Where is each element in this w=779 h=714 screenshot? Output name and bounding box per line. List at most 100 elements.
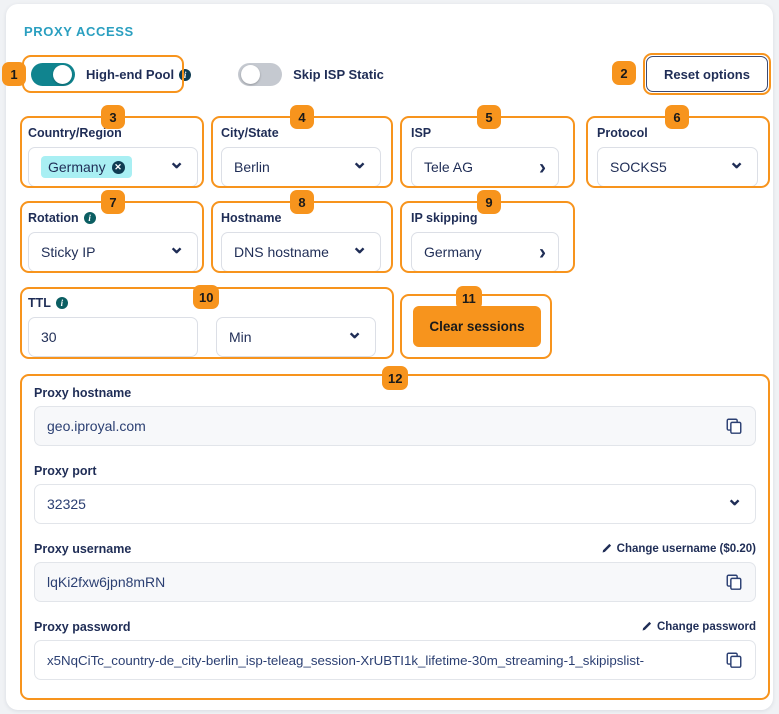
toggle-skip-isp-static[interactable]: Skip ISP Static xyxy=(238,62,384,86)
proxy-username-field[interactable]: lqKi2fxw6jpn8mRN xyxy=(34,562,756,602)
badge-9: 9 xyxy=(477,190,501,214)
field-hostname: Hostname DNS hostname xyxy=(221,211,381,272)
ip-skipping-value: Germany xyxy=(424,244,482,260)
page-title: PROXY ACCESS xyxy=(24,24,134,39)
switch-knob xyxy=(53,64,72,84)
isp-select[interactable]: Tele AG xyxy=(411,147,559,187)
ttl-value: 30 xyxy=(41,329,57,345)
switch-knob xyxy=(241,64,261,84)
field-protocol: Protocol SOCKS5 xyxy=(597,126,758,187)
badge-7: 7 xyxy=(101,190,125,214)
badge-6: 6 xyxy=(665,105,689,129)
proxy-port-label: Proxy port xyxy=(34,464,97,478)
pencil-icon xyxy=(602,543,611,553)
info-icon[interactable]: i xyxy=(83,212,96,224)
badge-11: 11 xyxy=(456,286,482,310)
chevron-down-icon[interactable] xyxy=(168,242,185,262)
hostname-value: DNS hostname xyxy=(234,244,329,260)
credentials-inner: Proxy hostname geo.iproyal.com Proxy por… xyxy=(20,374,770,680)
info-icon[interactable]: i xyxy=(179,68,192,81)
proxy-username-value: lqKi2fxw6jpn8mRN xyxy=(47,574,166,590)
country-region-select[interactable]: Germany✕ xyxy=(28,147,198,187)
credentials-panel: Proxy hostname geo.iproyal.com Proxy por… xyxy=(20,374,770,700)
badge-10: 10 xyxy=(193,285,220,309)
pencil-icon xyxy=(642,621,652,631)
proxy-password-field[interactable]: x5NqCiTc_country-de_city-berlin_isp-tele… xyxy=(34,640,756,680)
chevron-down-icon[interactable] xyxy=(351,242,368,262)
chevron-right-icon[interactable] xyxy=(539,242,546,263)
protocol-select[interactable]: SOCKS5 xyxy=(597,147,758,187)
badge-12: 12 xyxy=(382,366,409,390)
rotation-select[interactable]: Sticky IP xyxy=(28,232,198,272)
chevron-down-icon[interactable] xyxy=(726,494,743,514)
chevron-down-icon[interactable] xyxy=(351,157,368,177)
proxy-hostname-label-row: Proxy hostname xyxy=(34,386,756,400)
chevron-down-icon[interactable] xyxy=(728,157,745,177)
clear-sessions-button[interactable]: Clear sessions xyxy=(413,306,541,347)
high-end-pool-switch[interactable] xyxy=(31,62,75,86)
badge-8: 8 xyxy=(290,190,314,214)
proxy-hostname-field[interactable]: geo.iproyal.com xyxy=(34,406,756,446)
chevron-down-icon[interactable] xyxy=(346,327,363,347)
info-icon[interactable]: i xyxy=(55,297,68,309)
proxy-password-label: Proxy password xyxy=(34,620,131,634)
hostname-label: Hostname xyxy=(221,211,282,225)
ip-skipping-select[interactable]: Germany xyxy=(411,232,559,272)
skip-isp-static-switch[interactable] xyxy=(238,62,283,86)
ttl-controls: 30 Min xyxy=(28,317,388,357)
badge-4: 4 xyxy=(290,105,314,129)
field-country-region: Country/Region Germany✕ xyxy=(28,126,198,187)
ttl-unit-select[interactable]: Min xyxy=(216,317,376,357)
field-ip-skipping: IP skipping Germany xyxy=(411,211,559,272)
isp-value: Tele AG xyxy=(424,159,474,175)
proxy-password-label-row: Proxy password Change password xyxy=(34,620,756,634)
ttl-value-input[interactable]: 30 xyxy=(28,317,198,357)
copy-icon[interactable] xyxy=(725,417,743,435)
chevron-right-icon[interactable] xyxy=(539,157,546,178)
proxy-port-value: 32325 xyxy=(47,496,86,512)
isp-label: ISP xyxy=(411,126,432,140)
badge-2: 2 xyxy=(612,61,636,85)
proxy-hostname-label: Proxy hostname xyxy=(34,386,132,400)
proxy-port-label-row: Proxy port xyxy=(34,464,756,478)
skip-isp-static-label: Skip ISP Static xyxy=(293,66,384,82)
ip-skipping-label: IP skipping xyxy=(411,211,478,225)
country-chip: Germany✕ xyxy=(41,156,132,178)
reset-options-button[interactable]: Reset options xyxy=(646,56,768,92)
change-username-label: Change username ($0.20) xyxy=(616,543,756,555)
proxy-username-label: Proxy username xyxy=(34,542,132,556)
protocol-value: SOCKS5 xyxy=(610,159,667,175)
badge-3: 3 xyxy=(101,105,125,129)
field-isp: ISP Tele AG xyxy=(411,126,559,187)
change-password-button[interactable]: Change password xyxy=(640,621,756,633)
copy-icon[interactable] xyxy=(725,651,743,669)
field-city-state: City/State Berlin xyxy=(221,126,381,187)
badge-5: 5 xyxy=(477,105,501,129)
proxy-password-value: x5NqCiTc_country-de_city-berlin_isp-tele… xyxy=(47,652,645,668)
change-username-button[interactable]: Change username ($0.20) xyxy=(600,543,756,555)
clear-sessions-wrap: Clear sessions xyxy=(413,306,541,347)
hostname-select[interactable]: DNS hostname xyxy=(221,232,381,272)
ttl-unit-value: Min xyxy=(229,329,252,345)
chevron-down-icon[interactable] xyxy=(168,157,185,177)
city-state-value: Berlin xyxy=(234,159,270,175)
close-icon[interactable]: ✕ xyxy=(111,160,125,174)
rotation-value: Sticky IP xyxy=(41,244,96,260)
change-password-label: Change password xyxy=(656,621,756,633)
proxy-hostname-value: geo.iproyal.com xyxy=(47,418,146,434)
country-region-label: Country/Region xyxy=(28,126,122,140)
city-state-label: City/State xyxy=(221,126,279,140)
proxy-port-field[interactable]: 32325 xyxy=(34,484,756,524)
badge-1: 1 xyxy=(2,62,26,86)
copy-icon[interactable] xyxy=(725,573,743,591)
city-state-select[interactable]: Berlin xyxy=(221,147,381,187)
